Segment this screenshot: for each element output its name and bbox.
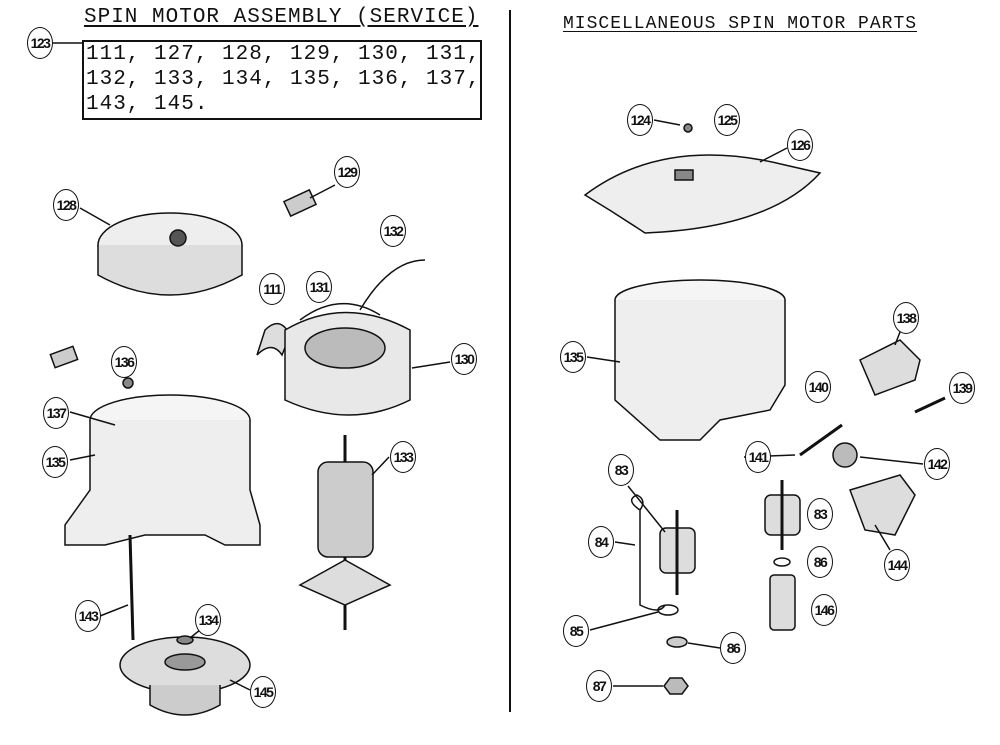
callout: 135: [42, 446, 68, 478]
callout: 87: [586, 670, 612, 702]
field-130: [284, 259, 451, 416]
callout: 124: [627, 104, 653, 136]
callout: 131: [306, 271, 332, 303]
bracket-138: [859, 339, 921, 396]
callout: 136: [111, 346, 137, 378]
bracket-144: [849, 474, 916, 536]
callout: 130: [451, 343, 477, 375]
callout: 146: [811, 594, 837, 626]
callout: 143: [75, 600, 101, 632]
assembly-parts-box: 111, 127, 128, 129, 130, 131,132, 133, 1…: [82, 40, 482, 120]
callout: 86: [720, 632, 746, 664]
callout: 111: [259, 273, 285, 305]
washer-85: [657, 604, 679, 616]
callout: 85: [563, 615, 589, 647]
clip-111: [256, 322, 291, 357]
bolt-143: [128, 534, 135, 641]
callout: 125: [714, 104, 740, 136]
brush-left: [49, 345, 79, 369]
housing-135-left: [64, 377, 261, 546]
callout: 84: [588, 526, 614, 558]
callout: 83: [608, 454, 634, 486]
callout: 142: [924, 448, 950, 480]
callout: 141: [745, 441, 771, 473]
pulley-145: [119, 629, 251, 716]
cover-126: [583, 147, 822, 234]
housing-135-right: [586, 279, 786, 441]
callout: 129: [334, 156, 360, 188]
callout: 86: [807, 546, 833, 578]
parts-line: 111, 127, 128, 129, 130, 131,: [86, 43, 481, 66]
spin-motor-assembly-title: SPIN MOTOR ASSEMBLY (SERVICE): [84, 6, 479, 29]
parts-line: 143, 145.: [86, 93, 209, 116]
callout: 138: [893, 302, 919, 334]
callout: 145: [250, 676, 276, 708]
callout: 134: [195, 604, 221, 636]
brush-129: [282, 188, 318, 218]
callout: 133: [390, 441, 416, 473]
callout: 144: [884, 549, 910, 581]
nut-87: [663, 677, 689, 695]
callout: 137: [43, 397, 69, 429]
end-bell-128: [79, 207, 243, 296]
callout: 140: [805, 371, 831, 403]
callout: 128: [53, 189, 79, 221]
washer-86-b: [666, 636, 688, 648]
washer-86: [773, 557, 791, 567]
screw-139: [914, 396, 946, 414]
armature-133: [298, 435, 392, 630]
parts-line: 132, 133, 134, 135, 136, 137,: [86, 68, 481, 91]
ground-wire-84: [631, 494, 666, 611]
callout: 83: [807, 498, 833, 530]
callout-123: 123: [27, 27, 53, 59]
callout: 132: [380, 215, 406, 247]
screw-124: [683, 123, 693, 133]
misc-parts-title: MISCELLANEOUS SPIN MOTOR PARTS: [563, 14, 918, 34]
callout: 126: [787, 129, 813, 161]
spring-142: [832, 442, 858, 468]
spacer-146: [769, 574, 796, 631]
callout: 135: [560, 341, 586, 373]
pin-140: [799, 423, 843, 457]
callout: 139: [949, 372, 975, 404]
